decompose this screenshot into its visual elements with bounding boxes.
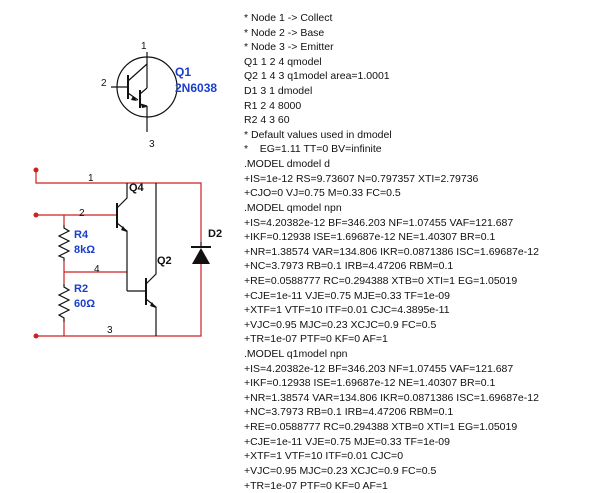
junction-node-2 (34, 213, 39, 218)
netlist-line: .MODEL dmodel d (244, 157, 539, 172)
d2-body (192, 248, 210, 264)
netlist-line: +IKF=0.12938 ISE=1.69687e-12 NE=1.40307 … (244, 376, 539, 391)
netlist-line: Q1 1 2 4 qmodel (244, 55, 539, 70)
d2-label: D2 (208, 228, 222, 240)
netlist-line: * Node 1 -> Collect (244, 11, 539, 26)
q4-label: Q4 (129, 182, 145, 194)
netlist-line: +XTF=1 VTF=10 ITF=0.01 CJC=0 (244, 449, 539, 464)
wire-node-1-right (156, 262, 201, 336)
netlist-line: * Node 2 -> Base (244, 26, 539, 41)
netlist-line: * Node 3 -> Emitter (244, 40, 539, 55)
junction-node-1 (34, 168, 39, 173)
spice-netlist: * Node 1 -> Collect* Node 2 -> Base* Nod… (244, 11, 539, 493)
netlist-line: R2 4 3 60 (244, 113, 539, 128)
wire-junctions (34, 168, 39, 339)
r4-name: R4 (74, 229, 89, 241)
q1-pin-emitter: 3 (149, 139, 155, 150)
netlist-line: +IS=4.20382e-12 BF=346.203 NF=1.07455 VA… (244, 362, 539, 377)
d2-diode (191, 242, 211, 264)
netlist-line: D1 3 1 dmodel (244, 84, 539, 99)
q1-designator: Q1 (175, 65, 191, 79)
r4-resistor (59, 225, 69, 261)
q1-symbol (111, 52, 177, 132)
q2-label: Q2 (157, 255, 172, 267)
wires (36, 170, 201, 336)
q1-pin-collector: 1 (141, 41, 147, 52)
node-label-3: 3 (107, 325, 113, 336)
q4-transistor (117, 183, 127, 272)
netlist-line: +NC=3.7973 RB=0.1 IRB=4.47206 RBM=0.1 (244, 405, 539, 420)
q1-collector-1 (128, 64, 147, 81)
netlist-line: +RE=0.0588777 RC=0.294388 XTB=0 XTI=1 EG… (244, 420, 539, 435)
r4-value: 8kΩ (74, 244, 95, 256)
netlist-line: +NR=1.38574 VAR=134.806 IKR=0.0871386 IS… (244, 245, 539, 260)
r2-resistor (59, 284, 69, 322)
q1-part-number: 2N6038 (175, 81, 217, 95)
netlist-line: +IKF=0.12938 ISE=1.69687e-12 NE=1.40307 … (244, 230, 539, 245)
netlist-line: +CJO=0 VJ=0.75 M=0.33 FC=0.5 (244, 186, 539, 201)
netlist-line: * Default values used in dmodel (244, 128, 539, 143)
netlist-line: Q2 1 4 3 q1model area=1.0001 (244, 69, 539, 84)
netlist-line: .MODEL q1model npn (244, 347, 539, 362)
netlist-line: R1 2 4 8000 (244, 99, 539, 114)
node-label-2: 2 (79, 208, 85, 219)
r2-name: R2 (74, 283, 88, 295)
netlist-line: +CJE=1e-11 VJE=0.75 MJE=0.33 TF=1e-09 (244, 289, 539, 304)
q1-collector-2 (140, 88, 147, 94)
netlist-line: +TR=1e-07 PTF=0 KF=0 AF=1 (244, 332, 539, 347)
netlist-line: +NC=3.7973 RB=0.1 IRB=4.47206 RBM=0.1 (244, 259, 539, 274)
netlist-line: +NR=1.38574 VAR=134.806 IKR=0.0871386 IS… (244, 391, 539, 406)
netlist-line: +VJC=0.95 MJC=0.23 XCJC=0.9 FC=0.5 (244, 464, 539, 479)
r2-value: 60Ω (74, 298, 95, 310)
netlist-line: +XTF=1 VTF=10 ITF=0.01 CJC=4.3895e-11 (244, 303, 539, 318)
netlist-line: +IS=4.20382e-12 BF=346.203 NF=1.07455 VA… (244, 216, 539, 231)
netlist-line: +IS=1e-12 RS=9.73607 N=0.797357 XTI=2.79… (244, 172, 539, 187)
netlist-line: +VJC=0.95 MJC=0.23 XCJC=0.9 FC=0.5 (244, 318, 539, 333)
node-label-1: 1 (88, 173, 94, 184)
node-label-4: 4 (94, 264, 100, 275)
netlist-line: * EG=1.11 TT=0 BV=infinite (244, 142, 539, 157)
q4-collector (117, 183, 127, 208)
junction-node-3 (34, 334, 39, 339)
netlist-line: +RE=0.0588777 RC=0.294388 XTB=0 XTI=1 EG… (244, 274, 539, 289)
netlist-line: +TR=1e-07 PTF=0 KF=0 AF=1 (244, 479, 539, 493)
netlist-line: +CJE=1e-11 VJE=0.75 MJE=0.33 TF=1e-09 (244, 435, 539, 450)
netlist-line: .MODEL qmodel npn (244, 201, 539, 216)
q1-pin-base: 2 (101, 78, 107, 89)
q2-collector (146, 183, 156, 284)
q2-transistor (127, 183, 156, 336)
